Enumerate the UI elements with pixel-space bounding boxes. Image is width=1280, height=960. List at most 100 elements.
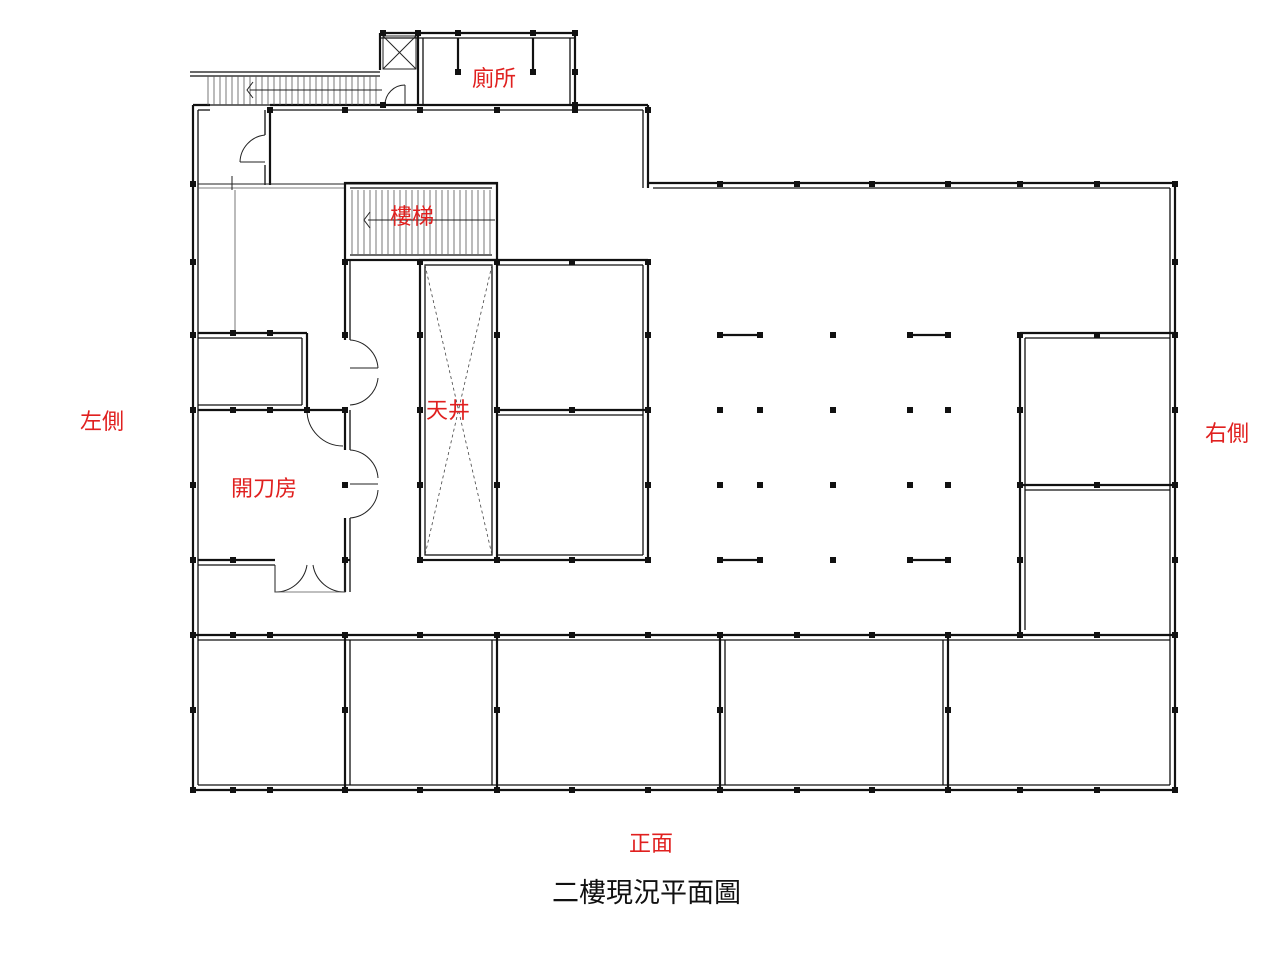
column-post <box>1172 259 1178 265</box>
column-post <box>530 30 536 36</box>
column-post <box>569 557 575 563</box>
column-post <box>869 787 875 793</box>
column-post <box>1094 332 1100 338</box>
stairs-label: 樓梯 <box>390 205 434 230</box>
column-post <box>572 69 578 75</box>
column-post <box>945 632 951 638</box>
column-post <box>907 332 913 338</box>
toilet-label: 廁所 <box>472 67 516 92</box>
column-post <box>342 332 348 338</box>
column-post <box>417 107 423 113</box>
interior-walls <box>193 258 1175 790</box>
column-post <box>945 557 951 563</box>
column-post <box>1017 332 1023 338</box>
column-post <box>230 330 236 336</box>
column-post <box>267 107 273 113</box>
column-post <box>717 332 723 338</box>
interior-stair <box>343 181 499 262</box>
column-post <box>267 407 273 413</box>
column-post <box>569 407 575 413</box>
column-post <box>380 30 386 36</box>
left-side-label: 左側 <box>80 410 124 435</box>
column-post <box>645 407 651 413</box>
column-post <box>717 407 723 413</box>
column-post <box>830 557 836 563</box>
column-post <box>342 707 348 713</box>
column-post <box>417 632 423 638</box>
column-post <box>645 482 651 488</box>
column-post <box>230 557 236 563</box>
column-post <box>342 107 348 113</box>
column-post <box>830 407 836 413</box>
column-post <box>869 181 875 187</box>
right-side-label: 右側 <box>1205 422 1249 447</box>
column-post <box>267 787 273 793</box>
column-post <box>645 557 651 563</box>
column-post <box>1172 557 1178 563</box>
atrium-label: 天井 <box>426 399 470 424</box>
column-post <box>417 332 423 338</box>
column-post <box>230 632 236 638</box>
column-post <box>945 787 951 793</box>
column-post <box>1094 482 1100 488</box>
column-post <box>267 330 273 336</box>
column-post <box>494 557 500 563</box>
column-post <box>1094 632 1100 638</box>
column-post <box>230 407 236 413</box>
column-post <box>1094 787 1100 793</box>
column-post <box>190 259 196 265</box>
column-post <box>1172 407 1178 413</box>
column-post <box>190 482 196 488</box>
column-post <box>190 707 196 713</box>
column-post <box>417 259 423 265</box>
column-post <box>342 407 348 413</box>
hall-beams <box>720 333 948 562</box>
column-post <box>417 787 423 793</box>
column-post <box>869 632 875 638</box>
column-post <box>794 632 800 638</box>
columns <box>190 30 1178 793</box>
column-post <box>945 407 951 413</box>
column-post <box>455 30 461 36</box>
column-post <box>494 332 500 338</box>
column-post <box>794 787 800 793</box>
column-post <box>757 332 763 338</box>
column-post <box>494 787 500 793</box>
column-post <box>190 557 196 563</box>
column-post <box>230 787 236 793</box>
column-post <box>645 332 651 338</box>
outer-walls <box>191 103 1177 792</box>
column-post <box>342 482 348 488</box>
column-post <box>945 707 951 713</box>
column-post <box>907 407 913 413</box>
column-post <box>945 332 951 338</box>
column-post <box>907 482 913 488</box>
column-post <box>267 632 273 638</box>
outside-stair <box>190 71 385 106</box>
column-post <box>494 407 500 413</box>
column-post <box>494 107 500 113</box>
column-post <box>645 787 651 793</box>
column-post <box>569 632 575 638</box>
column-post <box>1172 332 1178 338</box>
column-post <box>757 407 763 413</box>
column-post <box>830 332 836 338</box>
knife-room-label: 開刀房 <box>231 477 297 502</box>
column-post <box>1172 632 1178 638</box>
column-post <box>645 632 651 638</box>
column-post <box>190 332 196 338</box>
column-post <box>342 259 348 265</box>
column-post <box>342 557 348 563</box>
column-post <box>945 181 951 187</box>
column-post <box>717 557 723 563</box>
column-post <box>569 787 575 793</box>
column-post <box>645 259 651 265</box>
column-post <box>494 482 500 488</box>
column-post <box>794 181 800 187</box>
column-post <box>572 107 578 113</box>
column-post <box>380 102 386 108</box>
column-post <box>494 632 500 638</box>
column-post <box>1017 407 1023 413</box>
column-post <box>417 407 423 413</box>
column-post <box>717 632 723 638</box>
